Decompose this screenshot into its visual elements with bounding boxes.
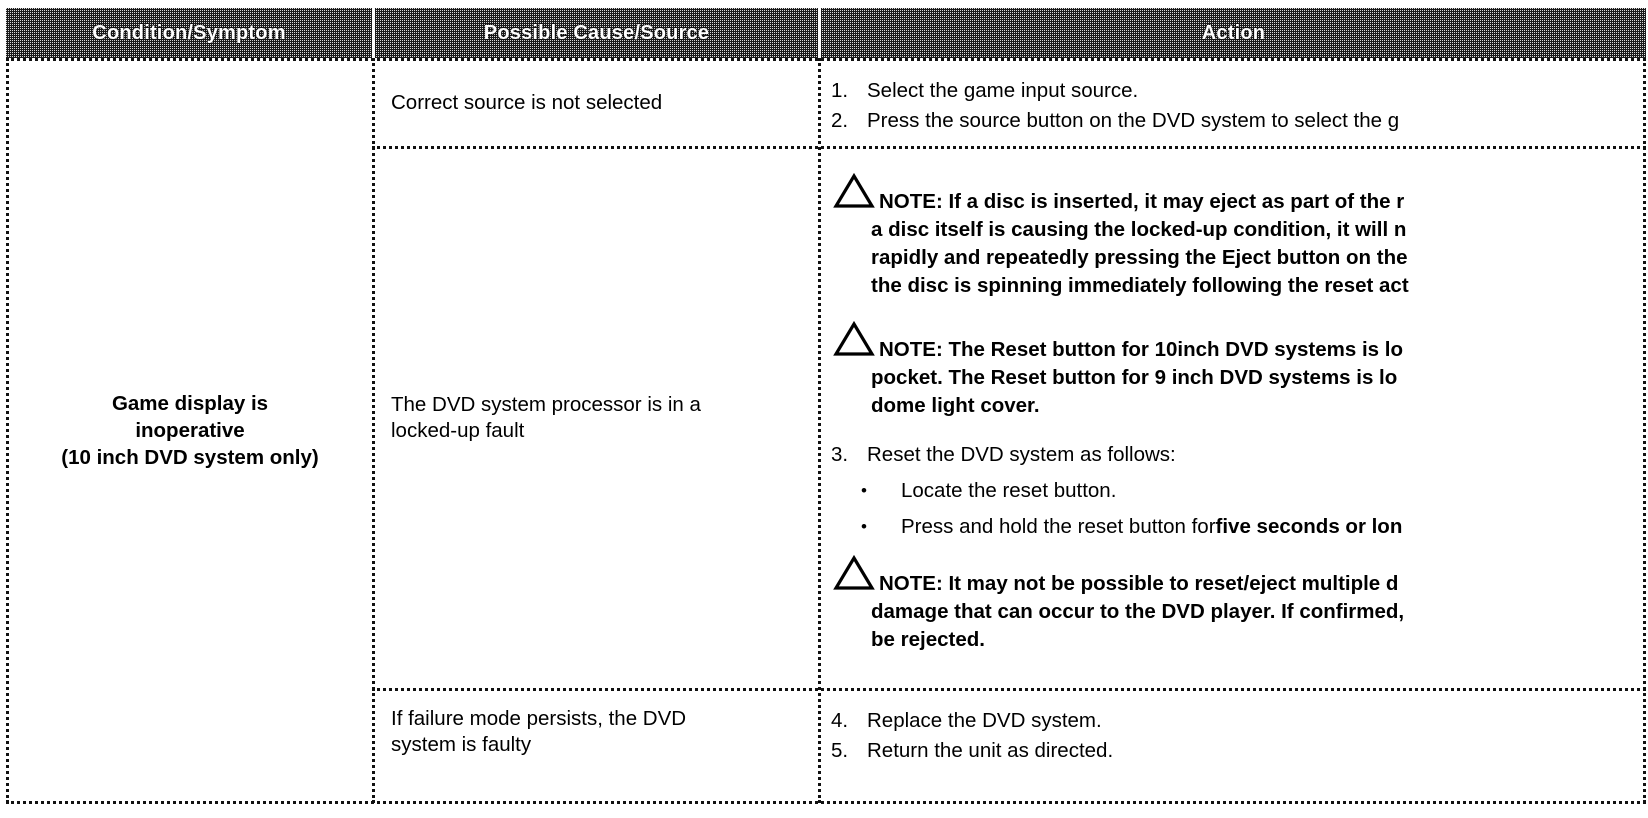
column-divider-2 (818, 58, 821, 803)
action-step-2: 2. Press the source button on the DVD sy… (831, 106, 1646, 136)
action-bullet-2: • Press and hold the reset button for fi… (831, 512, 1646, 542)
note-1-line-1: NOTE: If a disc is inserted, it may ejec… (879, 190, 1405, 213)
table-border-left (6, 58, 9, 803)
column-divider-1 (372, 58, 375, 803)
table-header-row: Condition/Symptom Possible Cause/Source … (6, 8, 1646, 58)
action-step-5-text: Return the unit as directed. (867, 739, 1114, 762)
action-step-5: 5. Return the unit as directed. (831, 736, 1646, 766)
header-divider-2 (818, 8, 821, 58)
cause-cell-row-2: The DVD system processor is in a locked-… (375, 148, 817, 687)
action-bullet-1: • Locate the reset button. (831, 476, 1646, 506)
table-border-right (1643, 58, 1646, 803)
note-3-line-1: NOTE: It may not be possible to reset/ej… (879, 572, 1399, 595)
action-step-3: 3. Reset the DVD system as follows: (831, 440, 1646, 470)
header-divider-1 (372, 8, 375, 58)
note-block-1: NOTE: If a disc is inserted, it may ejec… (831, 172, 1646, 300)
header-label-action: Action (1201, 22, 1266, 44)
header-bottom-border (6, 58, 1646, 61)
symptom-cell: Game display is inoperative (10 inch DVD… (9, 60, 371, 801)
note-1-line-4: the disc is spinning immediately followi… (871, 274, 1409, 297)
action-step-2-text: Press the source button on the DVD syste… (867, 109, 1400, 132)
note-2-line-1: NOTE: The Reset button for 10inch DVD sy… (879, 338, 1403, 361)
symptom-line-1: Game display is (111, 392, 269, 415)
symptom-text-block: Game display is inoperative (10 inch DVD… (61, 390, 318, 471)
note-2-line-2: pocket. The Reset button for 9 inch DVD … (871, 366, 1398, 389)
header-label-condition: Condition/Symptom (92, 22, 286, 44)
action-step-2-number: 2. (831, 109, 849, 132)
action-step-1-number: 1. (831, 79, 849, 102)
table-border-bottom (6, 801, 1646, 804)
cause-text-row-1: Correct source is not selected (391, 90, 663, 114)
cause-text-row-2-line-1: The DVD system processor is in a (391, 392, 701, 416)
action-cell-row-1: 1. Select the game input source. 2. Pres… (821, 60, 1646, 145)
note-block-3: NOTE: It may not be possible to reset/ej… (831, 554, 1646, 654)
header-label-cause: Possible Cause/Source (483, 22, 710, 44)
action-step-3-number: 3. (831, 443, 849, 466)
troubleshooting-table: Condition/Symptom Possible Cause/Source … (6, 8, 1646, 808)
row-divider-1 (372, 146, 1646, 149)
note-2-line-3: dome light cover. (871, 394, 1040, 417)
note-3-line-2: damage that can occur to the DVD player.… (871, 600, 1405, 623)
action-step-1-text: Select the game input source. (867, 79, 1139, 102)
warning-triangle-icon (833, 172, 875, 210)
action-bullet-1-text: Locate the reset button. (901, 479, 1117, 502)
symptom-line-2: inoperative (135, 419, 245, 442)
action-cell-row-2: NOTE: If a disc is inserted, it may ejec… (821, 148, 1646, 687)
action-bullet-2-text: Press and hold the reset button for (901, 515, 1216, 538)
cause-text-row-2-line-2: locked-up fault (391, 418, 525, 442)
bullet-icon: • (861, 481, 867, 500)
action-step-1: 1. Select the game input source. (831, 76, 1646, 106)
action-step-4-text: Replace the DVD system. (867, 709, 1102, 732)
action-bullet-2-emphasis: five seconds or lon (1215, 515, 1403, 538)
cause-text-row-3-line-2: system is faulty (391, 733, 532, 756)
note-3-line-3: be rejected. (871, 628, 985, 651)
action-step-4-number: 4. (831, 709, 849, 732)
note-1-line-3: rapidly and repeatedly pressing the Ejec… (871, 246, 1408, 269)
warning-triangle-icon (833, 320, 875, 358)
action-cell-row-3: 4. Replace the DVD system. 5. Return the… (821, 690, 1646, 801)
header-cell-cause: Possible Cause/Source (375, 8, 818, 58)
row-divider-2 (372, 688, 1646, 691)
header-cell-condition: Condition/Symptom (6, 8, 372, 58)
action-step-4: 4. Replace the DVD system. (831, 706, 1646, 736)
header-cell-action: Action (821, 8, 1646, 58)
action-step-3-text: Reset the DVD system as follows: (867, 443, 1176, 466)
cause-text-row-3-line-1: If failure mode persists, the DVD (391, 707, 687, 730)
cause-cell-row-3: If failure mode persists, the DVD system… (375, 690, 817, 801)
note-block-2: NOTE: The Reset button for 10inch DVD sy… (831, 320, 1646, 420)
cause-cell-row-1: Correct source is not selected (375, 60, 817, 145)
bullet-icon: • (861, 517, 867, 536)
note-1-line-2: a disc itself is causing the locked-up c… (871, 218, 1407, 241)
action-step-5-number: 5. (831, 739, 849, 762)
warning-triangle-icon (833, 554, 875, 592)
symptom-line-3: (10 inch DVD system only) (61, 446, 319, 469)
